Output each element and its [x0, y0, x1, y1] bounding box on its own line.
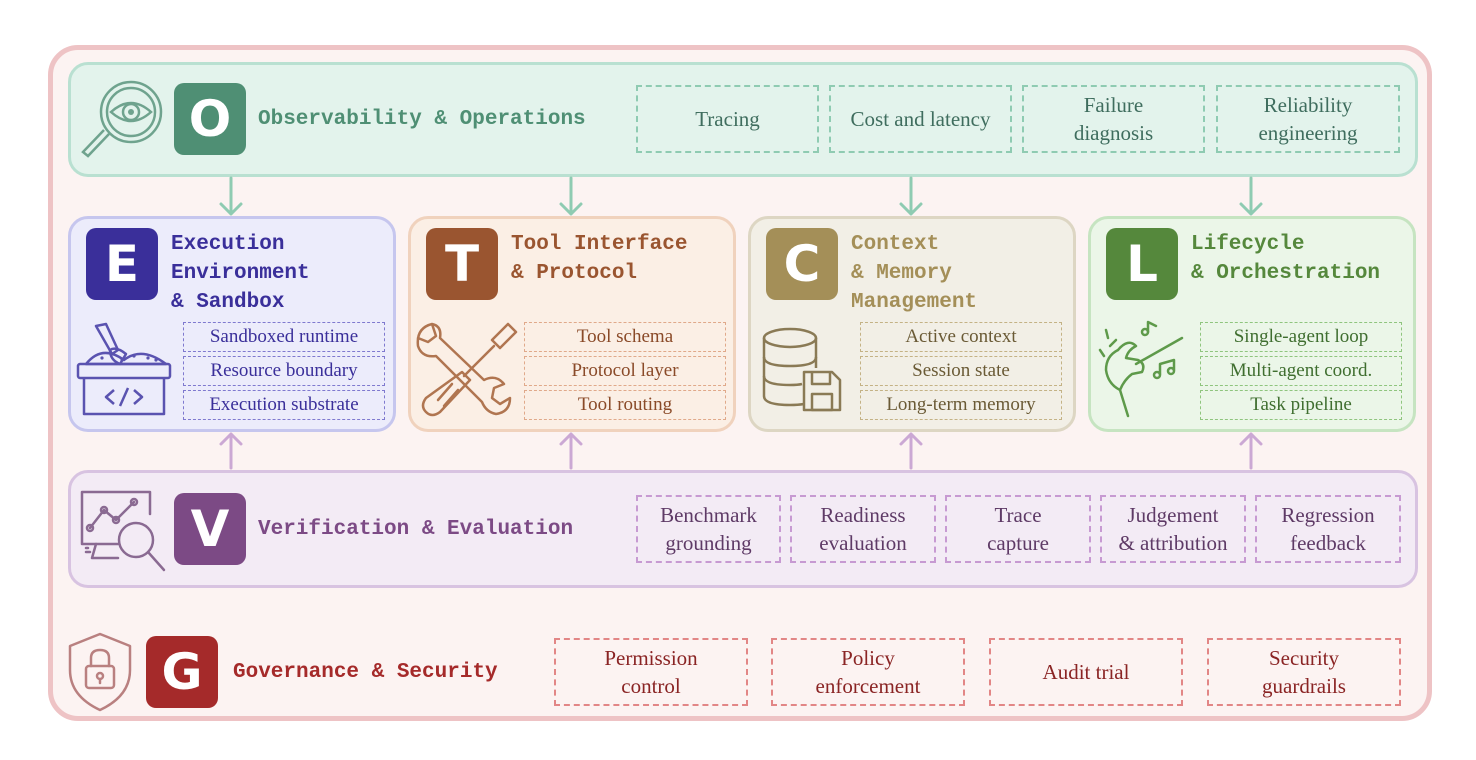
observability-band: [68, 62, 1418, 177]
observability-title: Observability & Operations: [258, 108, 586, 131]
context-badge: C: [766, 228, 838, 300]
observability-item: Failure diagnosis: [1022, 85, 1205, 153]
execution-title: Execution Environment & Sandbox: [171, 233, 310, 314]
lifecycle-badge: L: [1106, 228, 1178, 300]
database-save-icon: [762, 327, 842, 412]
verification-item: Regression feedback: [1255, 495, 1401, 563]
lifecycle-title: Lifecycle & Orchestration: [1191, 233, 1381, 285]
tool-badge: T: [426, 228, 498, 300]
governance-title: Governance & Security: [233, 661, 498, 684]
tool-item: Tool schema: [524, 322, 726, 352]
verification-item: Benchmark grounding: [636, 495, 781, 563]
governance-item: Permission control: [554, 638, 748, 706]
governance-item: Security guardrails: [1207, 638, 1401, 706]
context-title: Context & Memory Management: [851, 233, 978, 314]
verification-item: Trace capture: [945, 495, 1091, 563]
governance-badge: G: [146, 636, 218, 708]
observability-badge: O: [174, 83, 246, 155]
execution-item: Sandboxed runtime: [183, 322, 385, 352]
tool-item: Tool routing: [524, 390, 726, 420]
verification-badge: V: [174, 493, 246, 565]
execution-item: Execution substrate: [183, 390, 385, 420]
tool-title: Tool Interface & Protocol: [511, 233, 688, 285]
verification-title: Verification & Evaluation: [258, 518, 574, 541]
lifecycle-item: Task pipeline: [1200, 390, 1402, 420]
observability-item: Tracing: [636, 85, 819, 153]
context-item: Long-term memory: [860, 390, 1062, 420]
verification-band: [68, 470, 1418, 588]
governance-item: Policy enforcement: [771, 638, 965, 706]
sandbox-code-icon: [76, 322, 172, 416]
shield-lock-icon: [68, 632, 132, 712]
conductor-icon: [1098, 320, 1184, 418]
context-item: Session state: [860, 356, 1062, 386]
magnifier-eye-icon: [81, 80, 163, 158]
wrench-screwdriver-icon: [416, 322, 518, 417]
observability-item: Reliability engineering: [1216, 85, 1400, 153]
analytics-search-icon: [80, 490, 166, 572]
tool-item: Protocol layer: [524, 356, 726, 386]
lifecycle-item: Single-agent loop: [1200, 322, 1402, 352]
context-item: Active context: [860, 322, 1062, 352]
execution-item: Resource boundary: [183, 356, 385, 386]
verification-item: Readiness evaluation: [790, 495, 936, 563]
execution-badge: E: [86, 228, 158, 300]
observability-item: Cost and latency: [829, 85, 1012, 153]
governance-item: Audit trial: [989, 638, 1183, 706]
verification-item: Judgement & attribution: [1100, 495, 1246, 563]
lifecycle-item: Multi-agent coord.: [1200, 356, 1402, 386]
